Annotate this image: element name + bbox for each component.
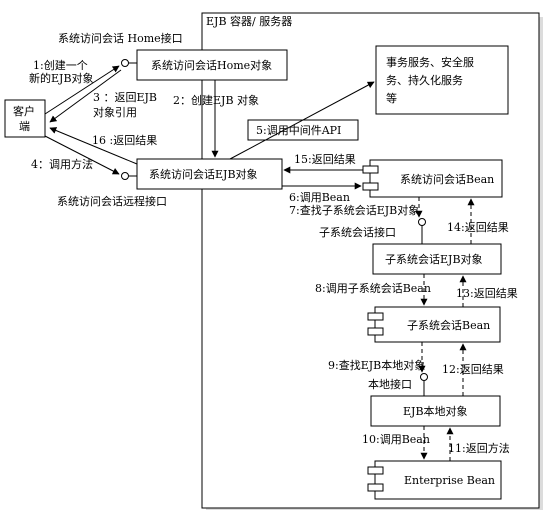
services-line1: 事务服务、安全服 [386,55,474,69]
sub-bean-label: 子系统会话Bean [407,319,490,332]
home-object-label: 系统访问会话Home对象 [151,58,272,72]
home-object-box: 系统访问会话Home对象 [136,49,288,81]
msg-15-label: 15:返回结果 [294,153,356,166]
home-interface [121,59,137,67]
remote-interface [121,172,137,180]
bean-label: 系统访问会话Bean [400,173,494,186]
message-arrows [44,65,475,461]
msg-12-label: 12:返回结果 [442,363,504,376]
msg-13-label: 13:返回结果 [456,287,518,300]
enterprise-bean-label: Enterprise Bean [404,474,495,487]
local-interface [420,373,428,396]
bean-component: 系统访问会话Bean [362,159,503,198]
local-object-label: EJB本地对象 [403,404,468,418]
msg-3-line1: 3 ：返回EJB [93,91,157,104]
ejb-object-label: 系统访问会话EJB对象 [149,167,258,181]
remote-interface-label: 系统访问会话远程接口 [57,195,167,208]
middleware-api-box: 5:调用中间件API [247,119,359,141]
msg-16-label: 16 :返回结果 [92,134,157,147]
msg-8-label: 8:调用子系统会话Bean [315,282,431,295]
services-line3: 等 [386,91,397,105]
home-interface-label: 系统访问会话 Home接口 [58,32,183,45]
client: 客户 端 [4,99,46,138]
local-object-box: EJB本地对象 [370,395,501,427]
ejb-object-box: 系统访问会话EJB对象 [136,158,283,190]
client-label-line2: 端 [19,120,30,133]
services-box: 事务服务、安全服 务、持久化服务 等 [375,45,509,115]
local-interface-label: 本地接口 [368,377,412,391]
client-label-line1: 客户 [13,104,35,118]
msg-4-label: 4：调用方法 [31,157,93,171]
msg-10-label: 10:调用Bean [362,433,430,446]
msg-9-label: 9:查找EJB本地对象 [328,358,425,372]
msg-3-line2: 对象引用 [93,105,137,119]
services-line2: 务、持久化服务 [386,73,463,87]
msg-11-label: 11:返回方法 [448,441,510,455]
sub-ejb-object-box: 子系统会话EJB对象 [372,243,502,275]
container-title: EJB 容器/ 服务器 [206,14,292,28]
enterprise-bean-component: Enterprise Bean [367,460,502,500]
msg-2-label: 2：创建EJB 对象 [173,93,259,107]
msg-7-label: 7:查找子系统会话EJB对象 [289,203,419,217]
msg-6-label: 6:调用Bean [289,191,350,204]
sub-interface [418,218,426,244]
sub-ejb-object-label: 子系统会话EJB对象 [385,252,483,266]
middleware-api-label: 5:调用中间件API [256,124,341,137]
msg-14-label: 14:返回结果 [447,221,509,234]
sub-bean-component: 子系统会话Bean [367,306,501,343]
msg-1-line1: 1:创建一个 [33,58,88,72]
sub-interface-label: 子系统会话接口 [319,226,396,239]
msg-1-line2: 新的EJB对象 [29,71,94,85]
